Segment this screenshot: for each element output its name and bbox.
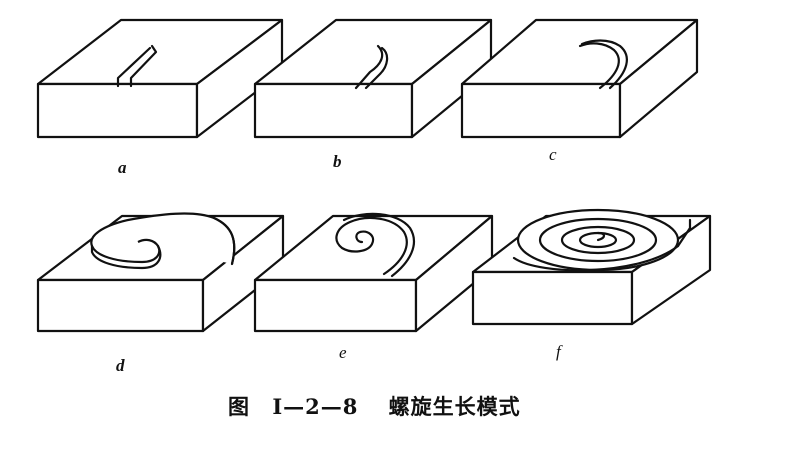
figure-caption: 图 Ⅰ—2—8 螺旋生长模式 <box>228 391 521 421</box>
panel-f-crystal-block <box>471 208 712 326</box>
panel-c-crystal-block <box>460 18 699 139</box>
panel-a-crystal-block <box>36 18 284 139</box>
caption-title: 螺旋生长模式 <box>388 394 521 419</box>
panel-label-a: a <box>118 158 127 177</box>
panel-label-f: f <box>556 342 561 361</box>
panel-d-crystal-block <box>36 212 285 333</box>
caption-figure-word: 图 <box>228 394 250 419</box>
panel-e-crystal-block <box>253 212 494 333</box>
panel-label-e: e <box>339 343 347 362</box>
panel-label-d: d <box>116 356 125 375</box>
panel-b-crystal-block <box>253 18 493 139</box>
panel-label-c: c <box>549 145 557 164</box>
panel-label-b: b <box>333 152 342 171</box>
caption-figure-number: Ⅰ—2—8 <box>272 394 359 419</box>
